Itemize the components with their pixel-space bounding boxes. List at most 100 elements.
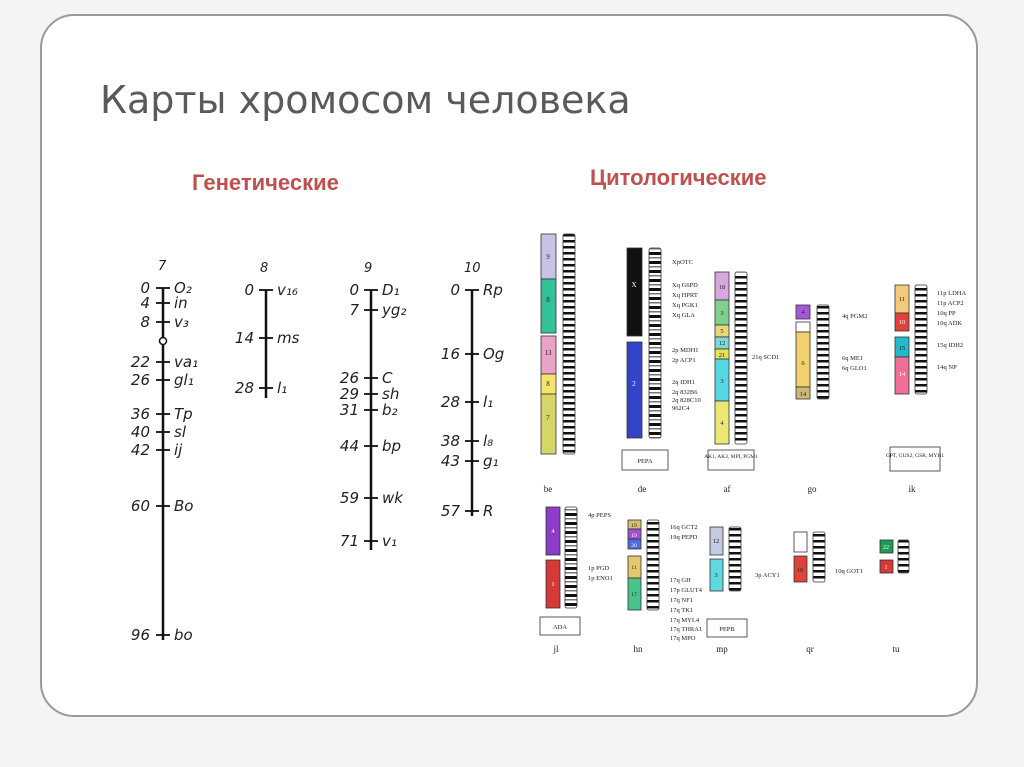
band-number: 3 (720, 310, 723, 317)
locus-pos: 71 (340, 532, 359, 550)
locus-gene: va₁ (174, 353, 198, 371)
gene-box: ADA (553, 624, 567, 631)
gene-label: 2p ACP1 (672, 357, 696, 364)
band-number: 5 (720, 328, 723, 335)
gene-box: GPT, GUS2, GSR, MYH1 (886, 453, 945, 459)
chr9-number: 9 (364, 261, 372, 276)
band-number: 20 (631, 543, 637, 549)
locus-pos: 38 (441, 432, 460, 450)
cyto-panel-mp: 12 3 PEPB mp (707, 527, 747, 654)
cyto-panel-qr: 10 3p ACY1 10q GOT1 qr (755, 532, 863, 654)
locus-pos: 36 (131, 405, 150, 423)
locus-pos: 42 (131, 441, 150, 459)
band-number: 12 (713, 538, 720, 545)
locus-pos: 43 (441, 452, 460, 470)
band-number: 22 (883, 545, 889, 551)
gene-label: 21q SCD1 (752, 354, 779, 361)
locus-gene: l₈ (483, 432, 493, 450)
locus-gene: g₁ (483, 452, 499, 470)
gene-label: 14q NP (937, 364, 957, 371)
gene-label: 17q MYL4 (670, 617, 700, 624)
band-number: 13 (545, 349, 553, 357)
gene-label: Xq G6PD (672, 282, 698, 289)
locus-gene: bo (174, 626, 193, 644)
locus-gene: v₁ (382, 532, 397, 550)
locus-pos: 96 (131, 626, 150, 644)
band-number: 1 (551, 581, 554, 588)
band-number: 11 (631, 565, 637, 571)
locus-pos: 16 (441, 345, 460, 363)
band-number: 8 (546, 296, 550, 304)
gene-box: PEPB (719, 626, 735, 633)
gene-label: 2q 828C10 (672, 397, 701, 404)
locus-gene: b₂ (382, 401, 398, 419)
band-number: X (631, 281, 636, 289)
panel-label: af (724, 484, 731, 494)
locus-pos: 14 (235, 329, 254, 347)
locus-pos: 0 (349, 281, 359, 299)
panel-label: be (544, 484, 553, 494)
gene-label: 11p ACP2 (937, 300, 964, 307)
locus-pos: 0 (450, 281, 460, 299)
locus-pos: 44 (340, 437, 359, 455)
locus-pos: 7 (349, 301, 359, 319)
locus-pos: 59 (340, 489, 359, 507)
chr7-number: 7 (158, 259, 167, 274)
gene-label: 16q GCT2 (670, 524, 698, 531)
locus-gene: bp (382, 437, 401, 455)
band-number: 18 (719, 284, 726, 291)
panel-label: jl (552, 644, 559, 654)
locus-pos: 8 (140, 313, 150, 331)
locus-gene: Bo (174, 497, 193, 515)
locus-gene: yg₂ (381, 301, 406, 319)
band-number: 12 (719, 340, 726, 347)
band-number: 19 (631, 523, 637, 529)
band-number: 15 (899, 345, 906, 352)
cyto-panel-hn: 19 19 20 11 17 16q GCT2 19q PEPD 17q GH … (628, 520, 703, 654)
band-number: 17 (631, 592, 637, 598)
genetic-map-chr8: 8 0 v₁₆ 14 ms 28 l₁ (235, 261, 300, 398)
locus-gene: D₁ (382, 281, 400, 299)
locus-pos: 28 (441, 393, 460, 411)
locus-gene: R (483, 502, 493, 520)
locus-pos: 22 (131, 353, 150, 371)
locus-gene: ij (174, 441, 183, 459)
panel-label: hn (634, 644, 644, 654)
gene-label: 15q IDH2 (937, 342, 963, 349)
locus-gene: v₁₆ (277, 281, 298, 299)
locus-gene: in (174, 294, 188, 312)
band-number: 1 (885, 565, 888, 571)
chr8-number: 8 (260, 261, 268, 276)
locus-gene: ms (277, 329, 300, 347)
band-number: 10 (797, 567, 804, 574)
locus-pos: 0 (244, 281, 254, 299)
gene-label: 17q NF1 (670, 597, 693, 604)
gene-box: PEPA (637, 458, 653, 465)
gene-label: 10q GOT1 (835, 568, 863, 575)
gene-label: 1p ENO1 (588, 575, 613, 582)
band-number: 9 (546, 253, 550, 261)
gene-label: 17p GLUT4 (670, 587, 703, 594)
locus-pos: 31 (340, 401, 359, 419)
chr10-number: 10 (464, 261, 481, 276)
band-number: 8 (546, 380, 550, 388)
gene-label: 1p PGD (588, 565, 609, 572)
gene-label: 17q MPO (670, 635, 696, 642)
band-number: 19 (631, 533, 637, 539)
gene-label: Xq PGK1 (672, 302, 698, 309)
panel-label: tu (892, 644, 900, 654)
gene-label: 4p PEPS (588, 512, 611, 519)
gene-label: 19q PEPD (670, 534, 698, 541)
band-number: 11 (899, 296, 905, 303)
panel-label: go (808, 484, 818, 494)
locus-pos: 26 (131, 371, 150, 389)
gene-label: 962C4 (672, 405, 690, 412)
gene-box: AK1, AK3, MPI, PGM1 (704, 454, 758, 460)
cyto-panel-be: 9 8 13 8 7 be (541, 234, 575, 494)
locus-gene: Og (483, 345, 504, 363)
band-number: 21 (719, 352, 726, 359)
panel-label: mp (716, 644, 728, 654)
gene-label: 2q 832B6 (672, 389, 698, 396)
gene-label: 17q TK1 (670, 607, 693, 614)
gene-label: 4q PGM2 (842, 313, 867, 320)
